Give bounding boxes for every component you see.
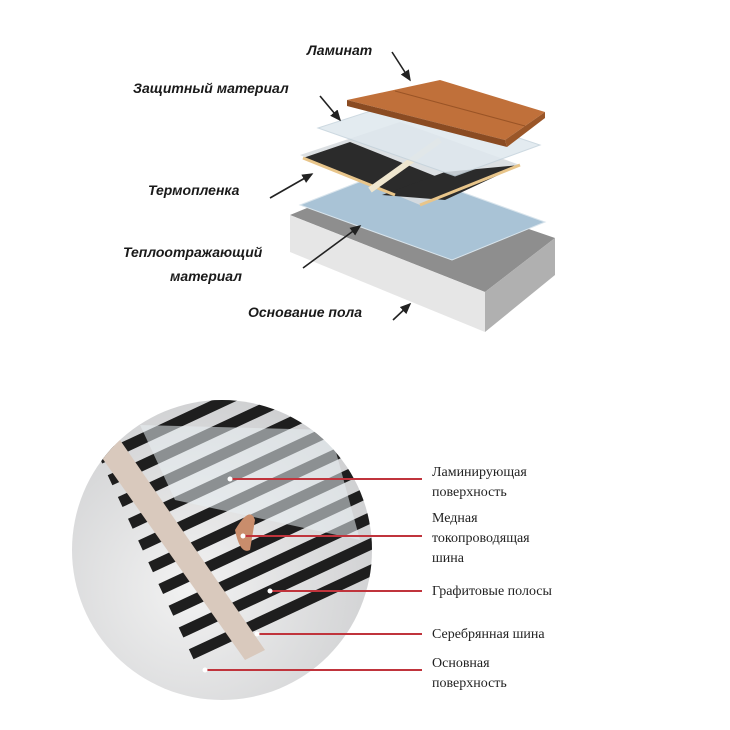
arrow-protective	[319, 95, 342, 122]
label-line: Медная	[432, 511, 478, 526]
laminate-board	[347, 80, 545, 147]
label-line: шина	[432, 551, 464, 566]
film-closeup	[72, 400, 372, 700]
label-laminating-surface: Ламинирующая поверхность	[432, 463, 527, 503]
label-protective: Защитный материал	[133, 80, 289, 96]
label-reflective-2: материал	[170, 268, 242, 284]
arrow-laminate	[391, 51, 411, 82]
label-line: поверхность	[432, 676, 507, 691]
arrow-reflective	[302, 225, 362, 269]
arrow-base	[392, 302, 412, 321]
leader-lines	[205, 478, 422, 671]
label-laminate: Ламинат	[307, 42, 373, 58]
arrow-film	[269, 173, 314, 199]
label-graphite: Графитовые полосы	[432, 584, 552, 599]
label-reflective: Теплоотражающий	[123, 244, 263, 260]
label-line: Основная	[432, 656, 490, 671]
label-silver: Серебрянная шина	[432, 627, 545, 642]
label-line: Ламинирующая	[432, 465, 527, 480]
label-line: токопроводящая	[432, 531, 530, 546]
label-base: Основание пола	[248, 304, 363, 320]
label-copper-bus: Медная токопроводящая шина	[432, 509, 530, 569]
label-line: поверхность	[432, 485, 507, 500]
label-base-surface: Основная поверхность	[432, 654, 507, 694]
label-film: Термопленка	[148, 182, 240, 198]
